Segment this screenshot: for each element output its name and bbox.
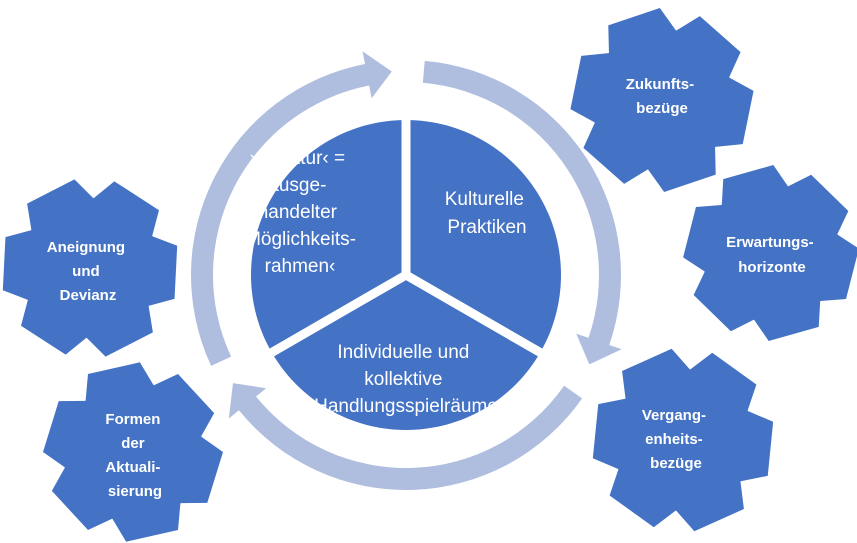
- gear-erwartungshorizonte: Erwartungs- horizonte: [683, 165, 857, 341]
- gear-erwartungshorizonte-label: Erwartungs- horizonte: [726, 234, 818, 276]
- cycle-arrow-0: [422, 60, 622, 365]
- segment-handlungsspielraeume-label: Individuelle und kollektive Handlungsspi…: [314, 342, 498, 417]
- gear-formen-aktualisierung-label: Formen der Aktuali- sierung: [105, 411, 164, 500]
- gear-formen-aktualisierung-shape: [43, 362, 223, 542]
- segment-labels: ›Struktur‹ = ausge- handelter ›Möglichke…: [239, 148, 530, 417]
- segment-handlungsspielraeume: [271, 275, 541, 430]
- gear-zukunftsbezuege-shape: [570, 8, 754, 192]
- gear-formen-aktualisierung: Formen der Aktuali- sierung: [43, 362, 223, 542]
- gear-aneignung-devianz-shape: [2, 179, 178, 357]
- gear-zukunftsbezuege-label: Zukunfts- bezüge: [626, 76, 699, 117]
- gears: Zukunfts- bezüge Erwartungs- horizonte V…: [2, 8, 857, 542]
- gear-vergangenheitsbezuege: Vergang- enheits- bezüge: [592, 348, 774, 532]
- gear-erwartungshorizonte-shape: [683, 165, 857, 341]
- gear-vergangenheitsbezuege-label: Vergang- enheits- bezüge: [642, 407, 710, 472]
- segment-separators: [267, 118, 545, 358]
- cycle-segments: [251, 120, 561, 430]
- segment-struktur-label: ›Struktur‹ = ausge- handelter ›Möglichke…: [239, 148, 361, 277]
- cycle-arrow-2: [190, 51, 392, 366]
- segment-kulturelle-praktiken-label: Kulturelle Praktiken: [445, 189, 530, 238]
- segment-separator-1: [403, 271, 545, 358]
- gear-aneignung-devianz: Aneignung und Devianz: [2, 179, 178, 357]
- gear-zukunftsbezuege: Zukunfts- bezüge: [570, 8, 754, 192]
- cycle-arrow-ring: [190, 51, 622, 491]
- segment-separator-2: [267, 271, 409, 358]
- cycle-arrow-1: [228, 383, 583, 491]
- gear-aneignung-devianz-label: Aneignung und Devianz: [47, 239, 130, 304]
- gear-vergangenheitsbezuege-shape: [592, 348, 774, 532]
